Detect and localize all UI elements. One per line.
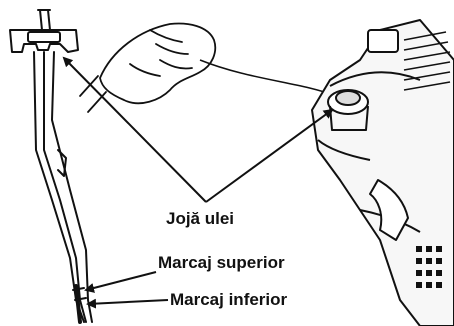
hand-palm xyxy=(100,24,215,104)
hand xyxy=(80,24,215,112)
label-upper-mark: Marcaj superior xyxy=(158,253,285,272)
engine-body xyxy=(312,20,454,326)
arrow-to-lower-mark xyxy=(88,300,168,304)
dipstick-shaft xyxy=(34,52,84,322)
label-dipstick: Jojă ulei xyxy=(166,209,234,228)
dipstick xyxy=(10,10,92,322)
arrow-to-upper-mark xyxy=(86,272,156,290)
arrow-to-oil-filler xyxy=(206,110,332,202)
engine xyxy=(312,20,454,326)
label-lower-mark: Marcaj inferior xyxy=(170,290,288,309)
